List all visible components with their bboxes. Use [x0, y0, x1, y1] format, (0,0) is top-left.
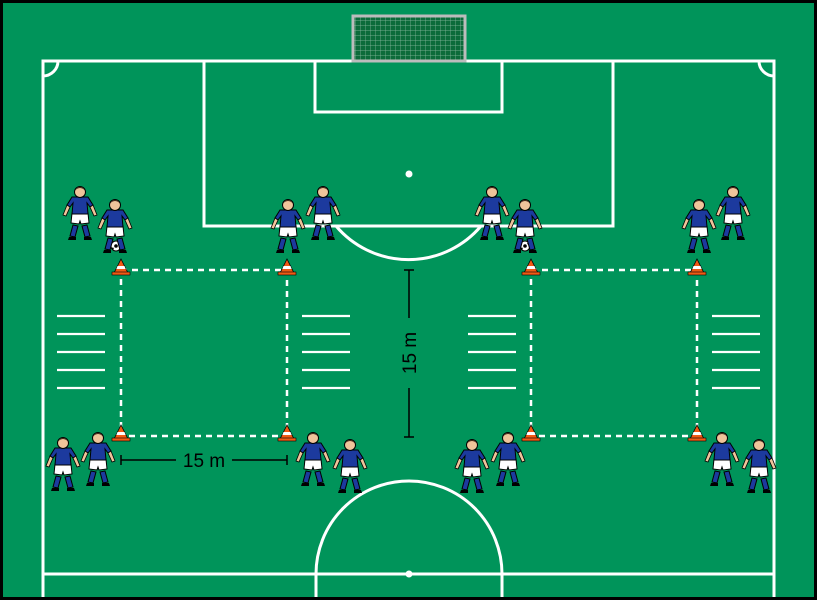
grid-right — [529, 268, 699, 438]
lane-stripes — [57, 314, 760, 390]
horizontal-distance-label: 15 m — [183, 451, 225, 472]
vertical-dimension: 15 m — [400, 269, 421, 438]
center-spot — [405, 570, 413, 578]
corner-arc-left — [42, 60, 60, 78]
horizontal-dimension: 15 m — [120, 451, 288, 472]
penalty-arc — [334, 225, 483, 262]
vertical-distance-label: 15 m — [400, 332, 421, 374]
goal-icon — [351, 14, 467, 63]
penalty-spot — [405, 170, 413, 178]
corner-arc-right — [757, 60, 775, 78]
grid-left — [119, 268, 289, 438]
center-circle — [314, 479, 504, 600]
